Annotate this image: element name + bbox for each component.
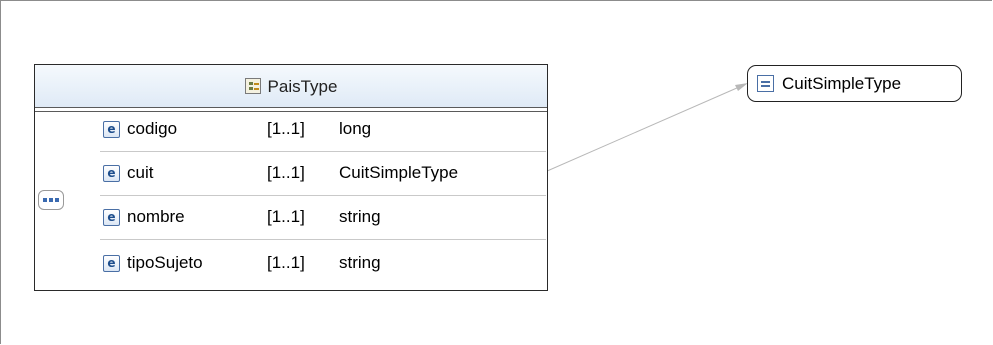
element-name: tipoSujeto [127,253,203,272]
complex-type-header[interactable]: PaisType [35,65,547,112]
type-reference-link [537,83,747,176]
element-icon: e [103,121,120,138]
element-icon: e [103,209,120,226]
element-cardinality: [1..1] [267,163,305,182]
element-row-cuit[interactable]: e cuit [1..1] CuitSimpleType [100,152,546,196]
complex-type-box[interactable]: PaisType [34,64,548,291]
element-row-codigo[interactable]: e codigo [1..1] long [100,108,546,152]
element-name: cuit [127,163,154,182]
complex-type-name: PaisType [267,77,338,96]
simple-type-name: CuitSimpleType [782,74,902,93]
element-row-tiposujeto[interactable]: e tipoSujeto [1..1] string [100,242,546,286]
element-type: long [339,119,372,138]
element-type: CuitSimpleType [339,163,459,182]
complex-type-icon [244,78,261,94]
element-name: codigo [127,119,178,138]
element-type: string [339,207,381,226]
element-icon: e [103,165,120,182]
complex-type-title: PaisType [35,77,547,97]
element-name: nombre [127,207,185,226]
simple-type-box[interactable]: CuitSimpleType [747,65,962,102]
element-type: string [339,253,381,272]
type-reference-arrowhead [735,83,748,91]
sequence-compositor-icon[interactable] [38,190,64,210]
element-cardinality: [1..1] [267,253,305,272]
element-cardinality: [1..1] [267,207,305,226]
simple-type-icon [757,75,774,92]
element-cardinality: [1..1] [267,119,305,138]
element-icon: e [103,255,120,272]
element-row-nombre[interactable]: e nombre [1..1] string [100,196,546,240]
